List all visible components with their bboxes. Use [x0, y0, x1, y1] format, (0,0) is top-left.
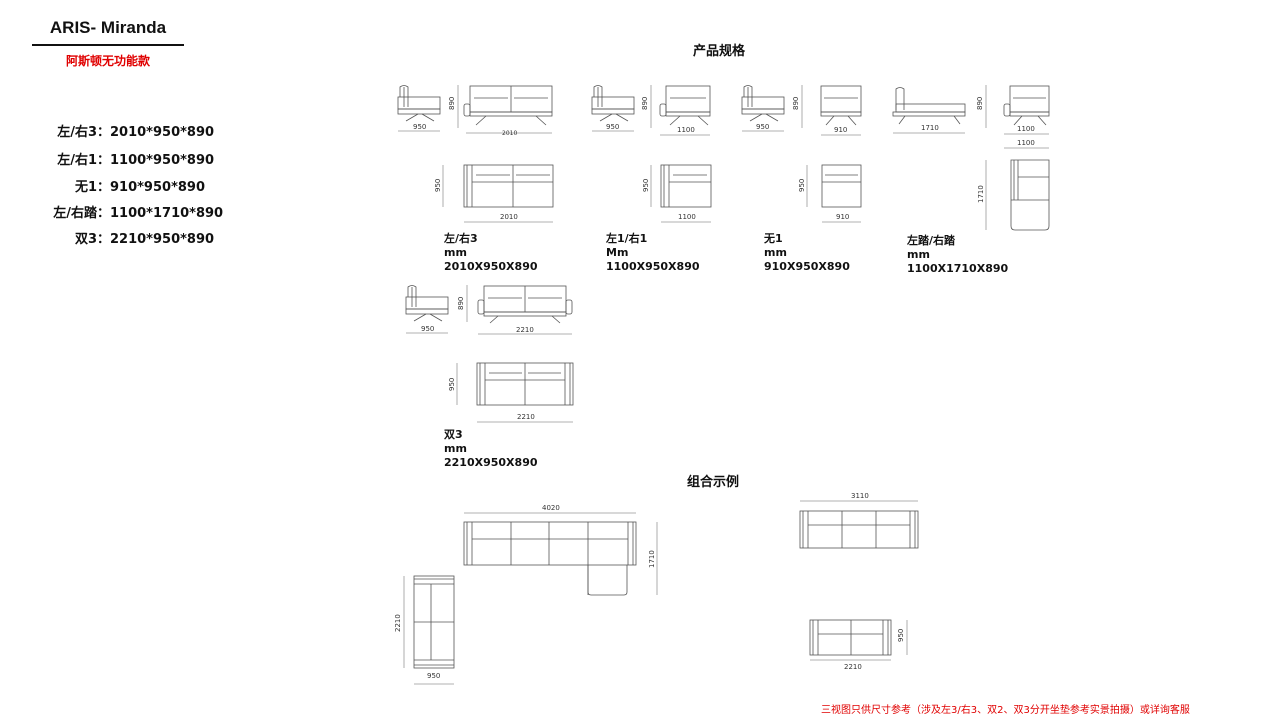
caption-size: 1100X950X890 — [606, 260, 700, 273]
caption: 左1/右1 — [605, 231, 647, 245]
product-title: ARIS- Miranda — [49, 18, 167, 37]
product-left-right-1: 950 890 1100 950 1100 左1/右1 Mm 1100X950X… — [591, 85, 712, 273]
top-view — [463, 164, 554, 208]
caption-size: 1100X1710X890 — [907, 262, 1009, 275]
caption-size: 910X950X890 — [764, 260, 850, 273]
product-double-3: 950 890 2210 950 2210 双3 mm 2210X950X890 — [405, 285, 574, 469]
dim-label: 1100 — [1017, 139, 1035, 147]
caption-unit: mm — [444, 442, 467, 455]
dim-label: 910 — [834, 126, 847, 134]
caption: 左/右3 — [443, 231, 478, 245]
caption: 双3 — [444, 428, 463, 441]
side-view — [892, 87, 966, 125]
dim-label: 950 — [413, 123, 426, 131]
side-view — [741, 85, 785, 122]
caption-unit: mm — [444, 246, 467, 259]
dim-label: 1710 — [648, 550, 656, 568]
dim-label: 950 — [434, 179, 442, 192]
spec-name: 左/右踏： — [53, 206, 110, 221]
section-heading-combo: 组合示例 — [687, 475, 740, 490]
front-view — [820, 85, 862, 126]
spec-line: 无1：910*950*890 — [30, 176, 205, 195]
dim-label: 890 — [448, 97, 456, 110]
dim-label: 2010 — [502, 130, 517, 137]
spec-dims: 910*950*890 — [110, 180, 206, 195]
product-left-right-3: 950 890 2010 950 2010 左/右3 mm 2010X950X8… — [397, 85, 554, 273]
dim-label: 950 — [798, 179, 806, 192]
caption-size: 2210X950X890 — [444, 456, 538, 469]
disclaimer-note: 三视图只供尺寸参考（涉及左3/右3、双2、双3分开坐垫参考实景拍摄）或详询客服 — [821, 705, 1190, 716]
title-underline — [32, 44, 184, 46]
dim-label: 890 — [641, 97, 649, 110]
spec-line: 左/右1：1100*950*890 — [30, 149, 214, 168]
dim-label: 950 — [606, 123, 619, 131]
side-view — [405, 285, 449, 322]
product-chaise: 1710 890 1100 1100 1710 左踏/右踏 mm 1100X17… — [892, 85, 1050, 275]
dim-label: 2210 — [394, 614, 402, 632]
spec-dims: 2010*950*890 — [110, 125, 215, 140]
caption: 无1 — [763, 232, 783, 245]
side-view — [591, 85, 635, 122]
dim-label: 2210 — [517, 413, 535, 421]
dim-label: 4020 — [542, 504, 560, 512]
section-heading-spec: 产品规格 — [693, 44, 746, 59]
spec-line: 左/右踏：1100*1710*890 — [30, 202, 223, 221]
front-view — [477, 285, 573, 324]
top-view — [660, 164, 712, 208]
dim-label: 1100 — [1017, 125, 1035, 133]
dim-label: 1710 — [977, 185, 985, 203]
dim-label: 890 — [976, 97, 984, 110]
dim-label: 890 — [792, 97, 800, 110]
caption-size: 2010X950X890 — [444, 260, 538, 273]
dim-label: 2210 — [844, 663, 862, 671]
spec-dims: 2210*950*890 — [110, 232, 215, 247]
dim-label: 950 — [448, 378, 456, 391]
dim-label: 3110 — [851, 492, 869, 500]
spec-line: 双3：2210*950*890 — [30, 228, 214, 247]
product-armless-1: 950 890 910 950 910 无1 mm 910X950X890 — [741, 85, 862, 273]
top-view — [821, 164, 862, 208]
dim-label: 910 — [836, 213, 849, 221]
spec-name: 双3： — [74, 232, 110, 247]
dim-label: 950 — [421, 325, 434, 333]
dim-label: 950 — [642, 179, 650, 192]
spec-dims: 1100*1710*890 — [110, 206, 224, 221]
dim-label: 2210 — [516, 326, 534, 334]
spec-name: 左/右3： — [57, 125, 110, 140]
front-view — [463, 85, 553, 126]
dim-label: 950 — [897, 629, 905, 642]
spec-dims: 1100*950*890 — [110, 153, 215, 168]
dim-label: 950 — [756, 123, 769, 131]
dim-label: 1710 — [921, 124, 939, 132]
caption-unit: Mm — [606, 246, 628, 259]
front-view — [659, 85, 711, 126]
caption: 左踏/右踏 — [906, 233, 956, 247]
dim-label: 1100 — [678, 213, 696, 221]
dim-label: 890 — [457, 297, 465, 310]
caption-unit: mm — [764, 246, 787, 259]
combo-l-shape: 4020 1710 2210 950 — [394, 504, 658, 685]
top-view — [476, 362, 574, 406]
side-view — [397, 85, 441, 122]
spec-line: 左/右3：2010*950*890 — [30, 121, 214, 140]
spec-name: 左/右1： — [57, 153, 110, 168]
spec-name: 无1： — [74, 180, 110, 195]
combo-sofa-set: 3110 950 2210 — [799, 492, 919, 671]
product-subtitle: 阿斯顿无功能款 — [65, 54, 150, 68]
dim-label: 950 — [427, 672, 440, 680]
dim-label: 2010 — [500, 213, 518, 221]
top-view — [1010, 159, 1050, 231]
caption-unit: mm — [907, 248, 930, 261]
dim-label: 1100 — [677, 126, 695, 134]
front-view — [1003, 85, 1050, 126]
